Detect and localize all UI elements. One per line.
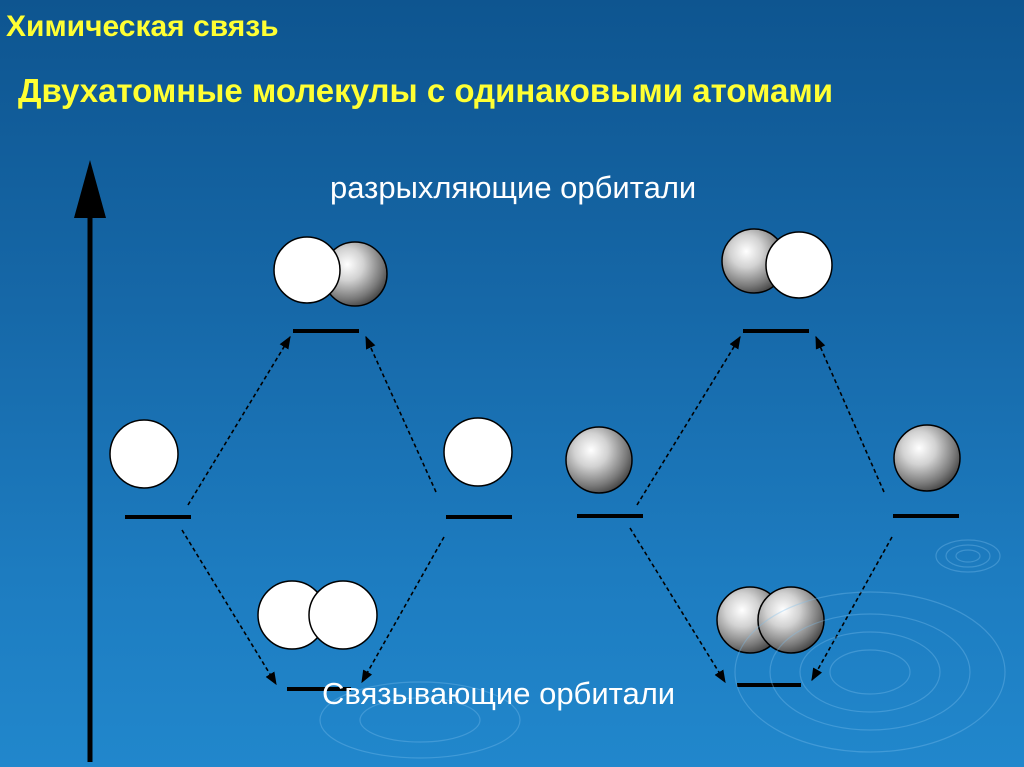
- left-bonding-lobe-b: [309, 581, 377, 649]
- bonding-orbitals-label: Связывающие орбитали: [322, 676, 675, 712]
- right-atom-b: [894, 425, 960, 491]
- energy-axis-arrowhead: [74, 160, 106, 218]
- left-arrow-up-left: [188, 337, 290, 505]
- left-arrow-up-right: [366, 337, 436, 492]
- right-arrow-up-right: [816, 337, 884, 492]
- energy-axis: [74, 160, 106, 762]
- left-diagram: [110, 237, 512, 689]
- left-atom-a: [110, 420, 178, 488]
- right-arrow-up-left: [637, 337, 740, 505]
- right-antibonding-lobe-white: [766, 232, 832, 298]
- right-arrow-down-left: [630, 528, 725, 682]
- right-arrow-down-right: [812, 537, 892, 680]
- ripple-decoration: [320, 540, 1005, 758]
- right-atom-a: [566, 427, 632, 493]
- left-antibonding-lobe-white: [274, 237, 340, 303]
- left-atom-b: [444, 418, 512, 486]
- antibonding-orbitals-label: разрыхляющие орбитали: [330, 170, 696, 206]
